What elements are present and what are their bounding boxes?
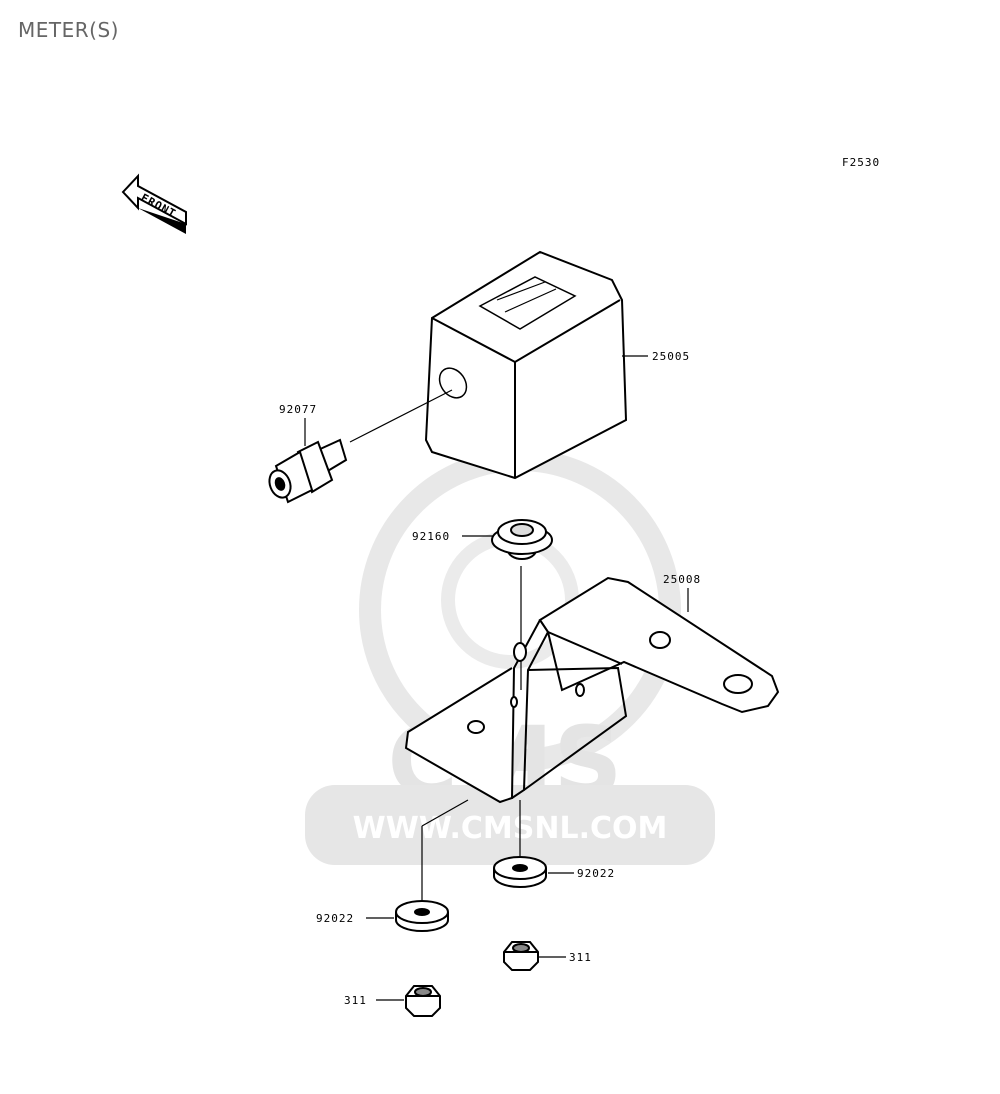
watermark-url: WWW.CMSNL.COM	[353, 811, 668, 846]
part-number-nut-left: 311	[344, 994, 367, 1007]
part-number-grommet: 92160	[412, 530, 450, 543]
nut-left-part	[405, 985, 441, 1017]
part-number-nut-right: 311	[569, 951, 592, 964]
grommet-part	[491, 519, 553, 560]
washer-left-part	[395, 900, 449, 932]
part-number-washer-right: 92022	[577, 867, 615, 880]
bracket-part	[404, 576, 780, 804]
part-number-meter: 25005	[652, 350, 690, 363]
cable-fitting-part	[268, 438, 348, 504]
part-number-cable-fitting: 92077	[279, 403, 317, 416]
part-number-bracket: 25008	[663, 573, 701, 586]
part-number-washer-left: 92022	[316, 912, 354, 925]
watermark-url-band	[305, 785, 715, 865]
page-title: METER(S)	[18, 18, 119, 42]
figure-code: F2530	[842, 156, 880, 169]
front-arrow-icon: FRONT	[121, 173, 187, 234]
meter-body	[424, 250, 628, 480]
washer-right-part	[493, 856, 547, 888]
nut-right-part	[503, 941, 539, 971]
